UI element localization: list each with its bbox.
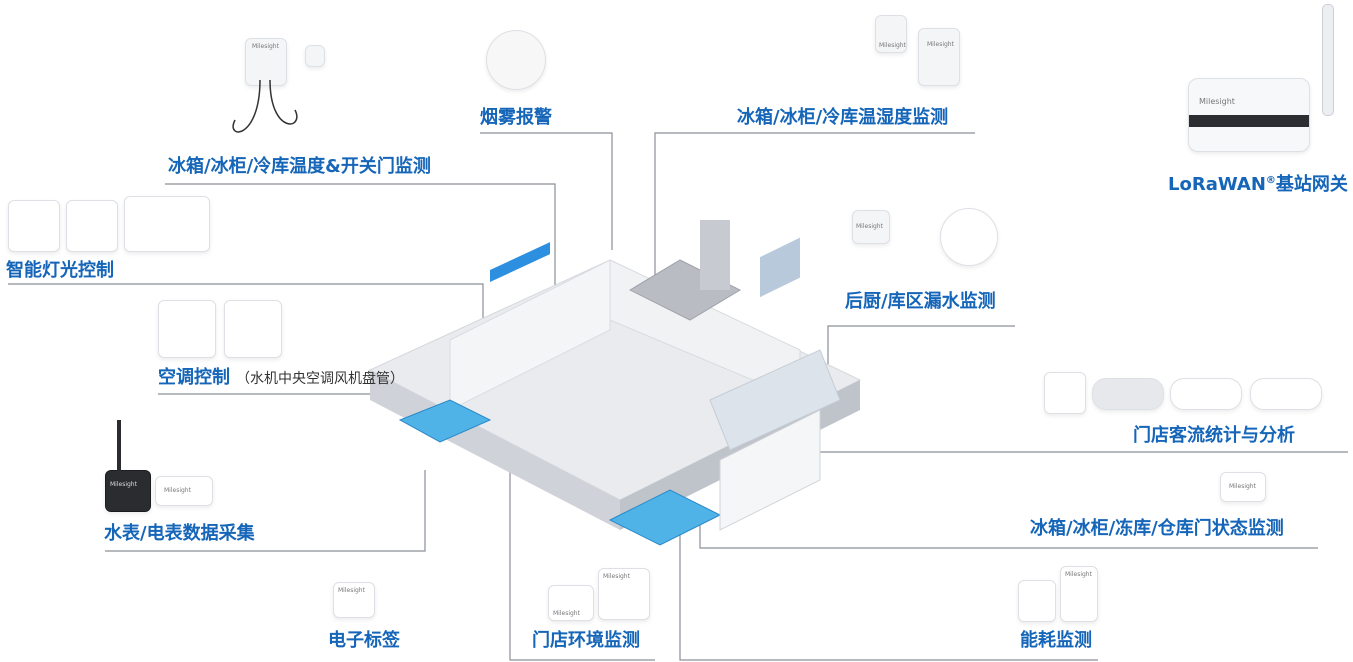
line-door (699, 520, 1318, 549)
label-lighting: 智能灯光控制 (6, 260, 114, 281)
line-energy (679, 480, 1098, 661)
meter-module-device: Milesight (155, 476, 213, 506)
label-water-leak: 后厨/库区漏水监测 (845, 291, 996, 312)
line-smoke (480, 132, 613, 250)
leak-detector-device (940, 208, 998, 266)
label-env-monitor: 门店环境监测 (532, 630, 640, 651)
label-smoke: 烟雾报警 (480, 107, 552, 128)
people-counter-2-device (1170, 378, 1242, 410)
line-env (509, 470, 655, 661)
shop-window (760, 237, 800, 298)
data-collector-device: Milesight (105, 470, 151, 512)
fish-tank-left (398, 399, 492, 443)
temp-humidity-sensor-device: Milesight (875, 15, 907, 53)
label-gateway: LoRaWAN®基站网关 (1168, 170, 1348, 196)
label-ac-note: （水机中央空调风机盘管） (236, 371, 404, 387)
smart-socket-device: Milesight (1060, 566, 1098, 622)
exhaust-duct (700, 220, 730, 290)
light-switch-device (8, 200, 60, 252)
smart-plug-device (1018, 580, 1056, 622)
temp-door-sensor-device: Milesight (245, 38, 287, 86)
line-fridge-temp-door (165, 183, 556, 300)
light-controller-device (124, 196, 210, 252)
lorawan-gateway-device: Milesight (1188, 78, 1310, 152)
gateway-led-bar (1189, 115, 1309, 127)
people-counter-1-device (1092, 378, 1164, 410)
people-counter-3-device (1250, 378, 1322, 410)
line-fridge-humidity (654, 132, 975, 290)
label-fridge-temp-humidity: 冰箱/冰柜/冷库温湿度监测 (737, 107, 949, 128)
label-water-meter: 水表/电表数据采集 (104, 523, 255, 544)
collector-antenna (117, 420, 121, 472)
door-contact-device (305, 45, 325, 67)
humidity-sensor-device: Milesight (918, 28, 960, 86)
cold-room (709, 349, 841, 451)
label-eink: 电子标签 (328, 630, 400, 651)
label-gateway-suffix: 基站网关 (1275, 174, 1348, 195)
store-illustration (368, 220, 862, 546)
leak-sensor-device: Milesight (852, 210, 890, 244)
scene-panel-device (66, 200, 118, 252)
thermostat-device (158, 300, 216, 358)
env-sensor-display-device: Milesight (598, 568, 650, 620)
exhaust-hood (628, 259, 742, 321)
smoke-alarm-device (486, 30, 546, 90)
line-lighting (8, 283, 484, 330)
gateway-antenna (1322, 4, 1334, 116)
label-ac: 空调控制 （水机中央空调风机盘管） (158, 367, 404, 390)
thermostat-dark-device (224, 300, 282, 358)
store-wall-back-left (449, 259, 611, 411)
shelf-sign (490, 242, 550, 283)
label-gateway-reg: ® (1265, 175, 1276, 186)
label-energy: 能耗监测 (1020, 630, 1092, 651)
label-door-status: 冰箱/冰柜/冻库/仓库门状态监测 (1030, 518, 1284, 539)
probe-cable-icon (232, 80, 298, 133)
label-ac-main: 空调控制 (158, 367, 230, 388)
line-water-meter (105, 470, 426, 552)
label-fridge-temp-door: 冰箱/冰柜/冷库温度&开关门监测 (168, 156, 431, 177)
shop-facade (719, 409, 821, 531)
label-gateway-main: LoRaWAN (1168, 174, 1266, 195)
pir-sensor-device (1044, 372, 1086, 414)
label-people-counting: 门店客流统计与分析 (1133, 425, 1295, 446)
env-sensor-small-device: Milesight (548, 585, 594, 621)
door-sensor-device: Milesight (1220, 472, 1266, 502)
eink-label-device: Milesight (333, 582, 375, 618)
